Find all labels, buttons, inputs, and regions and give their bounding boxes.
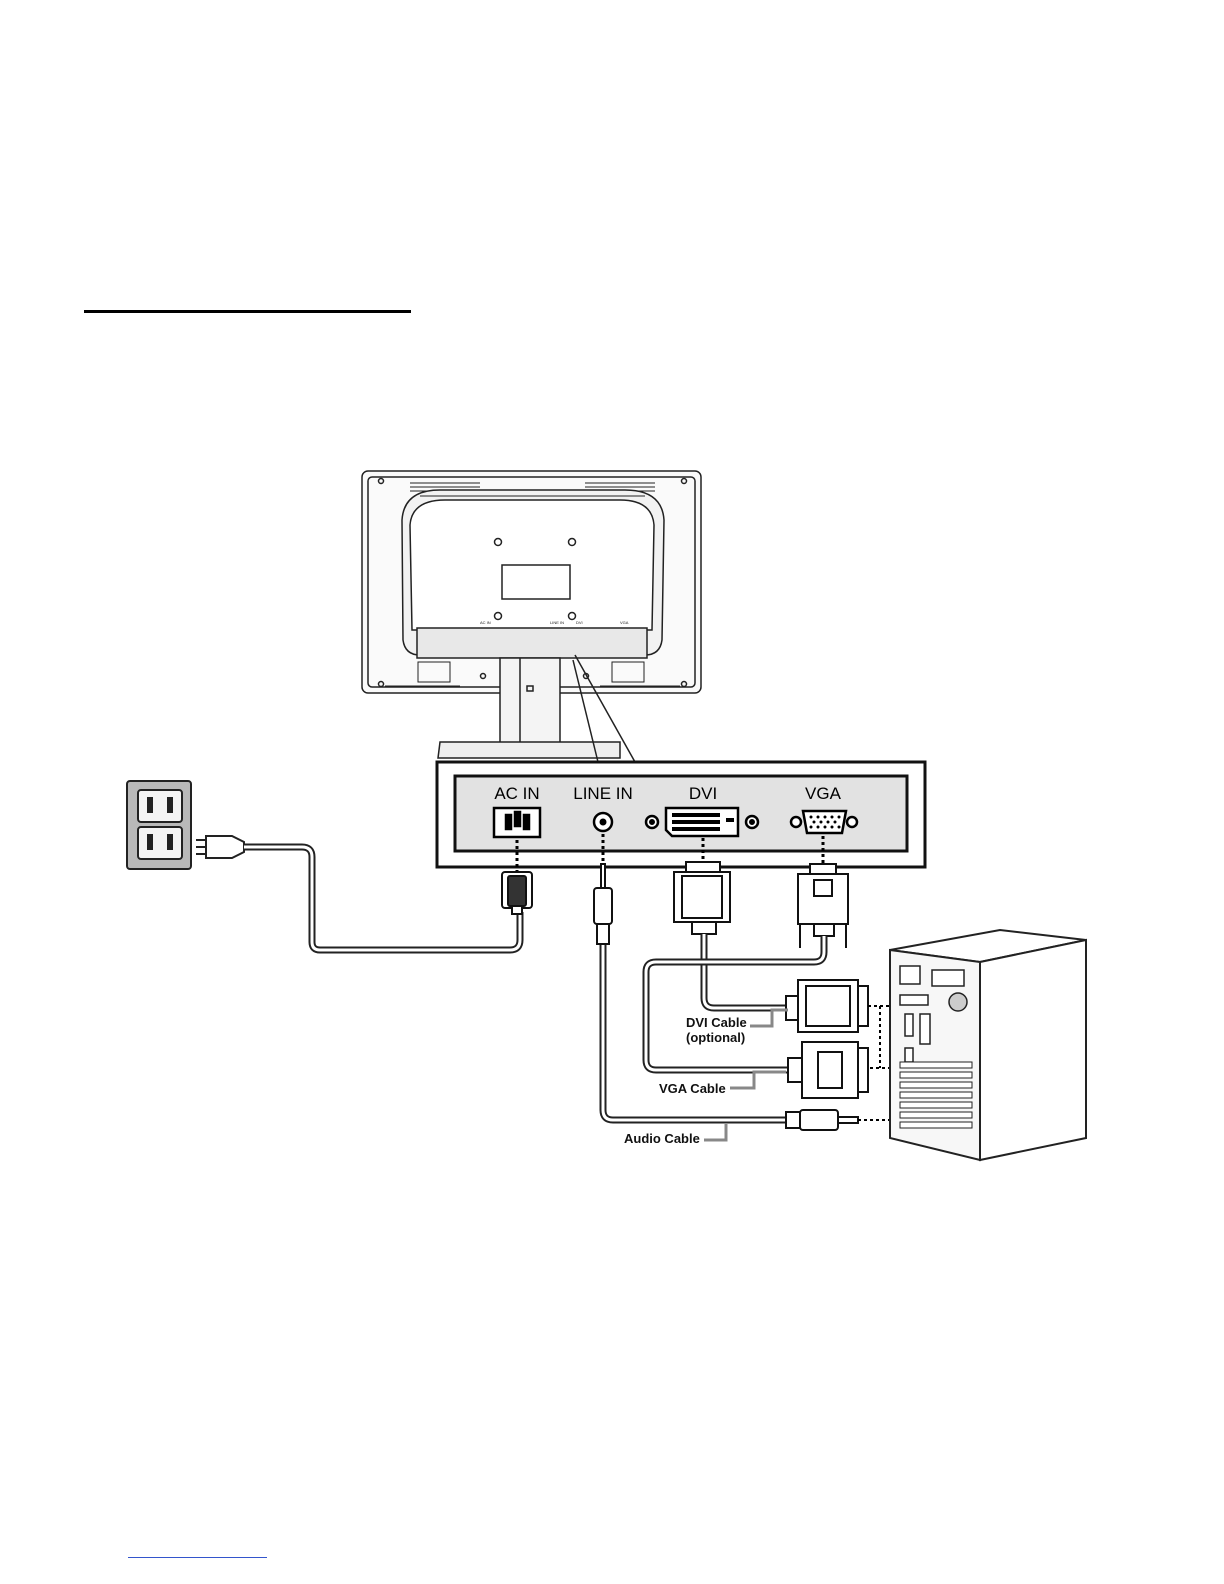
port-label-dvi: DVI bbox=[689, 784, 717, 803]
vga-connector-top bbox=[798, 864, 848, 948]
ac-in-socket-icon bbox=[494, 808, 540, 837]
dvi-connector-pc bbox=[786, 980, 868, 1032]
power-plug-icon bbox=[196, 836, 244, 858]
port-label-line-in: LINE IN bbox=[573, 784, 633, 803]
monitor-label-dvi: DVI bbox=[576, 620, 583, 625]
monitor-label-line-in: LINE IN bbox=[550, 620, 564, 625]
monitor-label-vga: VGA bbox=[620, 620, 629, 625]
vga-cable-label: VGA Cable bbox=[659, 1081, 726, 1096]
audio-cable-label: Audio Cable bbox=[624, 1131, 700, 1146]
port-label-ac-in: AC IN bbox=[494, 784, 539, 803]
monitor-label-ac-in: AC IN bbox=[480, 620, 491, 625]
line-in-jack-icon bbox=[594, 813, 612, 831]
computer-tower-icon bbox=[890, 930, 1086, 1160]
wall-outlet-icon bbox=[127, 781, 191, 869]
audio-plug-top bbox=[594, 864, 612, 944]
dvi-cable-label: DVI Cable bbox=[686, 1015, 747, 1030]
dvi-cable-optional-note: (optional) bbox=[686, 1030, 745, 1045]
monitor-rear bbox=[362, 471, 701, 758]
dvi-cable bbox=[704, 934, 788, 1008]
footer-link-underline bbox=[128, 1557, 267, 1558]
vga-connector-pc bbox=[788, 1042, 868, 1098]
dvi-connector-top bbox=[674, 862, 730, 934]
ac-plug-connector bbox=[502, 872, 532, 914]
port-label-vga: VGA bbox=[805, 784, 842, 803]
audio-plug-pc bbox=[786, 1110, 858, 1130]
